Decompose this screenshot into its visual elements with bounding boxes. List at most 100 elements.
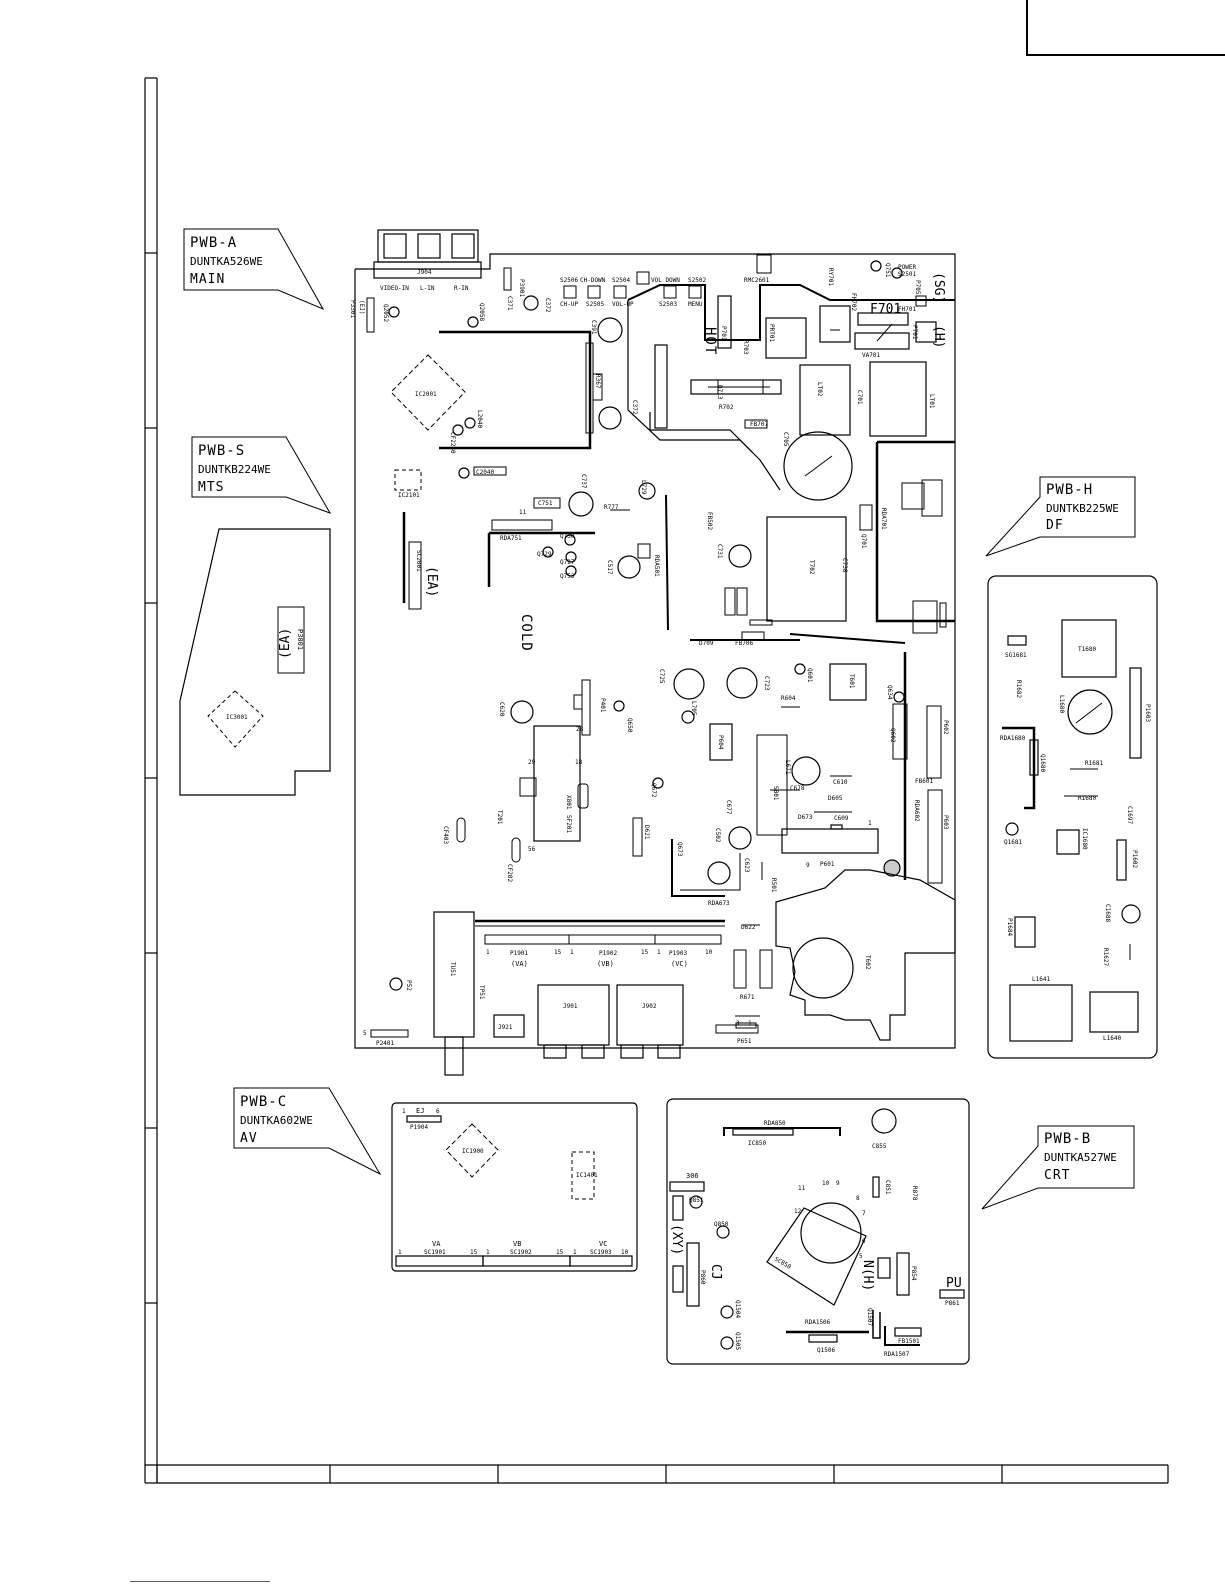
pwb-h-labels: SG1681 T1680 R1682 L1680 P1603 RDA1680 Q…: [1000, 646, 1151, 1042]
p651-label: P651: [737, 1038, 752, 1045]
sc1902-label: SC1902: [510, 1249, 532, 1256]
va701-label: VA701: [862, 352, 880, 359]
pin-1-c: 1: [657, 949, 661, 956]
tag-pwb-c-part: DUNTKA602WE: [240, 1114, 313, 1127]
rda1680-label: RDA1680: [1000, 735, 1026, 742]
r671-label: R671: [740, 994, 755, 1001]
q701-label: Q701: [860, 534, 867, 549]
ry701-label: RY701: [827, 268, 834, 286]
q673-label: Q673: [676, 842, 683, 857]
menu-label: MENU: [688, 301, 703, 308]
q1504-label: Q1504: [734, 1300, 741, 1318]
c620-label: C620: [498, 702, 505, 717]
l1680-label: L1680: [1058, 695, 1065, 713]
lt01-label: LT01: [928, 394, 935, 409]
tag-pwb-s-code: PWB-S: [198, 443, 245, 459]
c677-label: C677: [725, 800, 732, 815]
pin-1-b: 1: [570, 949, 574, 956]
vb-c-label: VB: [513, 1240, 521, 1248]
q753-label: Q753: [560, 573, 575, 580]
q634-label: Q634: [886, 685, 893, 700]
l-in-label: L-IN: [420, 285, 435, 292]
d673-label: D673: [798, 814, 813, 821]
c517-label: C517: [606, 560, 613, 575]
c737-label: C737: [580, 474, 587, 489]
pin-1-p601: 1: [868, 820, 872, 827]
tag-pwb-s-part: DUNTKB224WE: [198, 463, 271, 476]
l729-label: L729: [640, 480, 647, 495]
pin-56-ic201: 56: [528, 846, 536, 853]
l671-label: L671: [784, 760, 791, 775]
c851-label: C851: [884, 1180, 891, 1195]
c1697-label: C1697: [1126, 806, 1133, 824]
l1640-label: L1640: [1103, 1035, 1121, 1042]
r-in-label: R-IN: [454, 285, 469, 292]
pin-10-sc1903: 10: [621, 1249, 629, 1256]
tag-pwb-c-name: AV: [240, 1131, 258, 1146]
q850-label: Q850: [714, 1221, 729, 1228]
r367-label: R367: [594, 374, 601, 389]
l705-label: L705: [690, 701, 697, 716]
fb601-label: FB601: [915, 778, 933, 785]
pin-12-sc850: 12: [794, 1208, 802, 1215]
video-in-label: VIDEO-IN: [380, 285, 409, 292]
vb-label: (VB): [597, 960, 614, 968]
sc2001-label: SC2001: [415, 550, 422, 572]
hot-label: HOT: [702, 327, 718, 355]
p3001-label: P3001: [296, 629, 304, 650]
p1603-label: P1603: [1144, 704, 1151, 722]
rda1506-label: RDA1506: [805, 1319, 831, 1326]
rda673-label: RDA673: [708, 900, 730, 907]
r1681-label: R1681: [1085, 760, 1103, 767]
fb1501-label: FB1501: [898, 1338, 920, 1345]
q1681-label: Q1681: [1004, 839, 1022, 846]
p1903-label: P1903: [669, 950, 687, 957]
p604-label: P604: [717, 735, 724, 750]
cf202-label: CF202: [506, 864, 513, 882]
pin-15-a: 15: [554, 949, 562, 956]
q2052-label: Q2052: [382, 304, 389, 322]
drawing-frame: [144, 77, 1169, 1484]
tag-pwb-b: PWB-B DUNTKA527WE CRT: [981, 1125, 1135, 1210]
rda1507-label: RDA1507: [884, 1351, 910, 1358]
pwb-s-ea-label: (EA): [278, 628, 293, 659]
tag-pwb-a: PWB-A DUNTKA526WE MAIN: [183, 228, 325, 311]
tag-pwb-a-part: DUNTKA526WE: [190, 255, 263, 268]
power-label: POWER: [898, 264, 916, 271]
r702-label: R702: [719, 404, 734, 411]
pwb-s-board: P3001 (EA) IC3001: [179, 528, 331, 796]
pin-9-p601: 9: [806, 862, 810, 869]
pin-28-ic201: 28: [576, 726, 584, 733]
j921-label: J921: [498, 1024, 513, 1031]
prt01-label: PRT01: [768, 324, 775, 342]
t602-label: T602: [864, 955, 871, 970]
bottom-link-line[interactable]: [130, 1581, 270, 1582]
ic850-label: IC850: [748, 1140, 766, 1147]
sb01-label: SB01: [772, 786, 779, 801]
c2040-label: C2040: [476, 469, 494, 476]
t1680-label: T1680: [1078, 646, 1096, 653]
pwb-b-labels: RDA850 IC850 C855 C851 R878 306 Q851 Q85…: [669, 1120, 962, 1358]
r604-label: R604: [781, 695, 796, 702]
pin-1-a: 1: [486, 949, 490, 956]
pin-9-sc850: 9: [836, 1180, 840, 1187]
cold-label: COLD: [518, 614, 534, 652]
n306-label: 306: [686, 1172, 699, 1180]
p401-label: P401: [599, 698, 606, 713]
component-markers: [610, 323, 1131, 1017]
d709-label: D709: [699, 640, 714, 647]
tp51-label: TP51: [478, 985, 485, 1000]
x801-label: X801: [565, 795, 572, 810]
va-label: (VA): [511, 960, 528, 968]
ic2101-label: IC2101: [398, 492, 420, 499]
d622-label: D622: [741, 924, 756, 931]
tu51-label: TU51: [449, 962, 456, 977]
vol-up-label: VOL-UP: [612, 301, 634, 308]
p701-label: P701: [720, 326, 727, 341]
pwb-c-board: [391, 1102, 638, 1272]
f701-label: F701: [870, 302, 901, 317]
r1627-label: R1627: [1102, 948, 1109, 966]
pin-15-b: 15: [641, 949, 649, 956]
ej-c-label: EJ: [416, 1107, 424, 1115]
